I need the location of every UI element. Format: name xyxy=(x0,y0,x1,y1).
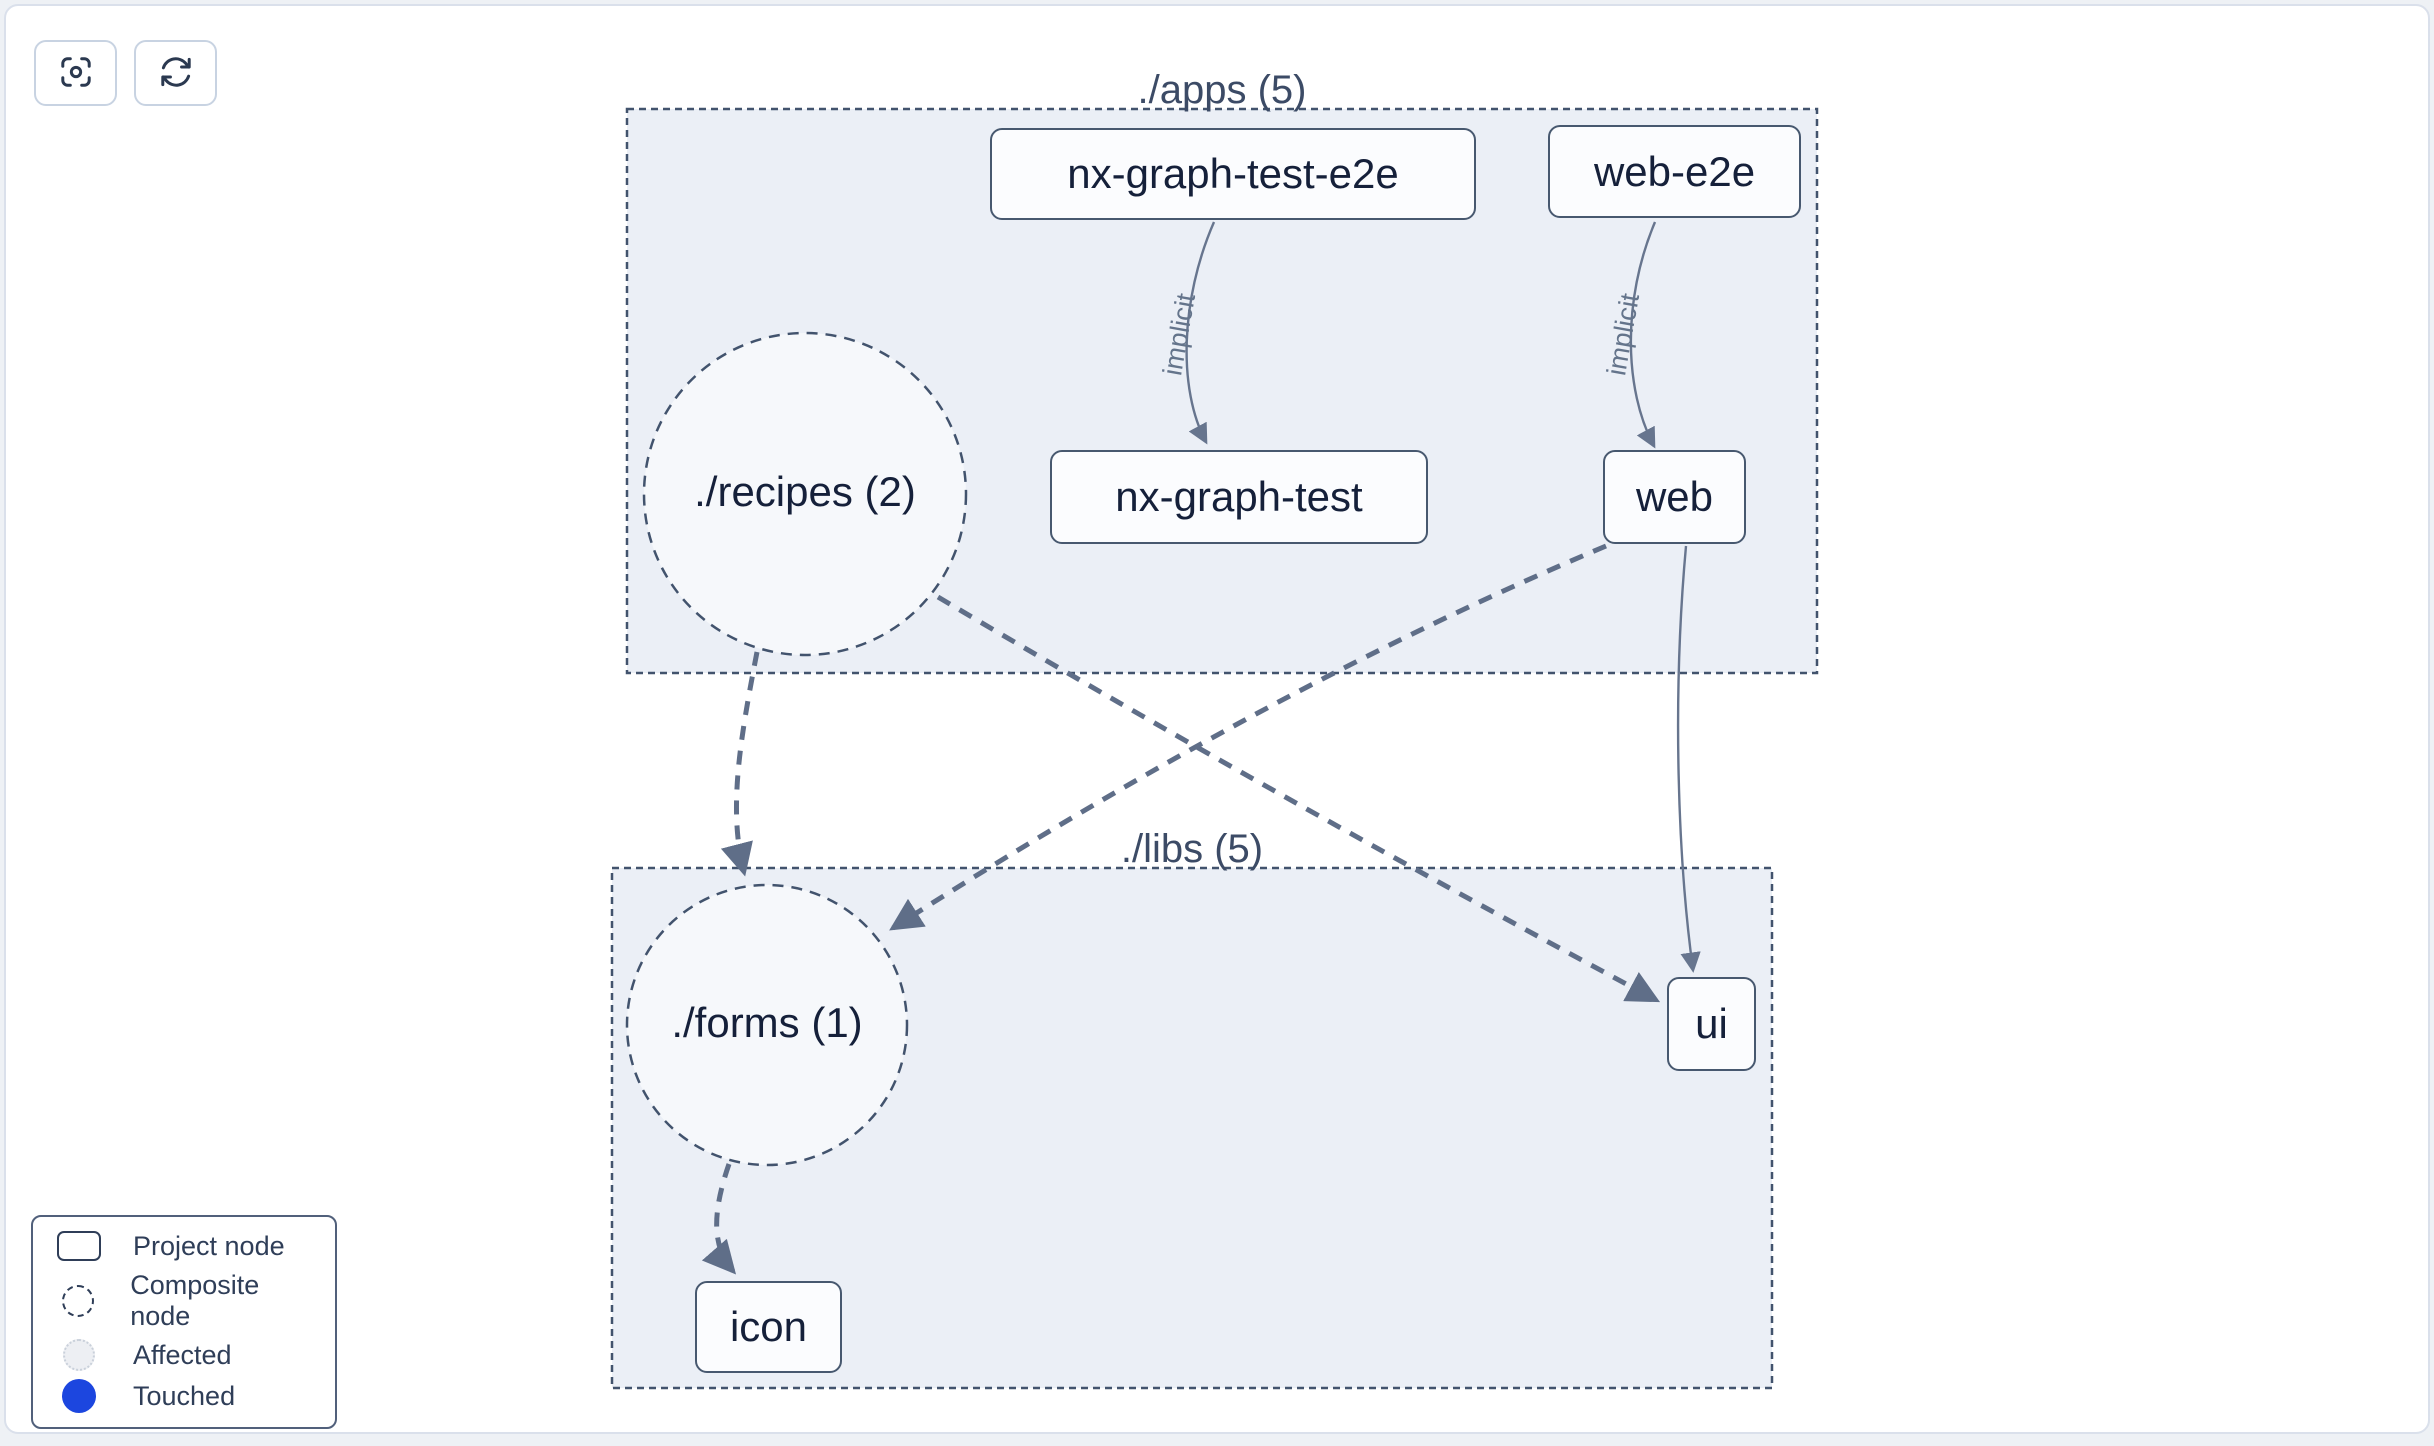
legend: Project node Composite node Affected Tou… xyxy=(31,1215,337,1429)
legend-label: Composite node xyxy=(130,1269,260,1331)
node-label: nx-graph-test xyxy=(1115,473,1363,520)
legend-item-touched: Touched xyxy=(51,1379,317,1414)
project-node-swatch xyxy=(51,1231,107,1262)
legend-item-project-node: Project node xyxy=(51,1231,317,1262)
node-label: icon xyxy=(729,1303,808,1350)
project-node-web[interactable]: web xyxy=(1603,450,1746,544)
scan-focus-icon xyxy=(58,54,94,93)
composite-node-recipes[interactable] xyxy=(642,331,968,657)
edge-recipes-to-forms[interactable] xyxy=(720,651,760,877)
project-node-web-e2e[interactable]: web-e2e xyxy=(1548,125,1801,218)
project-node-ui[interactable]: ui xyxy=(1667,977,1756,1071)
legend-label: Touched xyxy=(133,1380,236,1411)
edge-recipes-to-ui[interactable] xyxy=(936,594,1661,1003)
legend-label: Affected xyxy=(133,1339,232,1370)
refresh-icon xyxy=(158,54,194,93)
legend-label: Project node xyxy=(133,1230,285,1261)
group-label-apps: ./apps (5) xyxy=(1137,68,1307,112)
legend-item-composite-node: Composite node xyxy=(51,1270,317,1332)
node-label: ui xyxy=(1695,1000,1728,1047)
legend-item-affected: Affected xyxy=(51,1339,317,1372)
focus-reset-button[interactable] xyxy=(34,40,117,106)
edge-web-to-ui[interactable] xyxy=(1676,545,1701,973)
node-label: nx-graph-test-e2e xyxy=(1067,150,1399,197)
node-label: web-e2e xyxy=(1593,147,1756,195)
node-label: web xyxy=(1635,473,1714,520)
graph-toolbar xyxy=(34,40,217,106)
edge-nx-graph-test-e2e-to-nx-graph-test[interactable] xyxy=(1185,221,1216,445)
project-node-nx-graph-test-e2e[interactable]: nx-graph-test-e2e xyxy=(990,128,1476,220)
edge-web-e2e-to-web[interactable] xyxy=(1629,221,1657,449)
group-label-libs: ./libs (5) xyxy=(1120,827,1264,871)
affected-swatch xyxy=(51,1339,107,1372)
project-node-icon[interactable]: icon xyxy=(695,1281,842,1373)
composite-node-swatch xyxy=(51,1284,104,1317)
composite-node-forms[interactable] xyxy=(625,883,909,1167)
edge-web-to-forms[interactable] xyxy=(889,543,1607,931)
touched-swatch xyxy=(51,1379,107,1414)
project-node-nx-graph-test[interactable]: nx-graph-test xyxy=(1050,450,1428,544)
refresh-button[interactable] xyxy=(134,40,217,106)
edge-forms-to-icon[interactable] xyxy=(701,1163,737,1275)
